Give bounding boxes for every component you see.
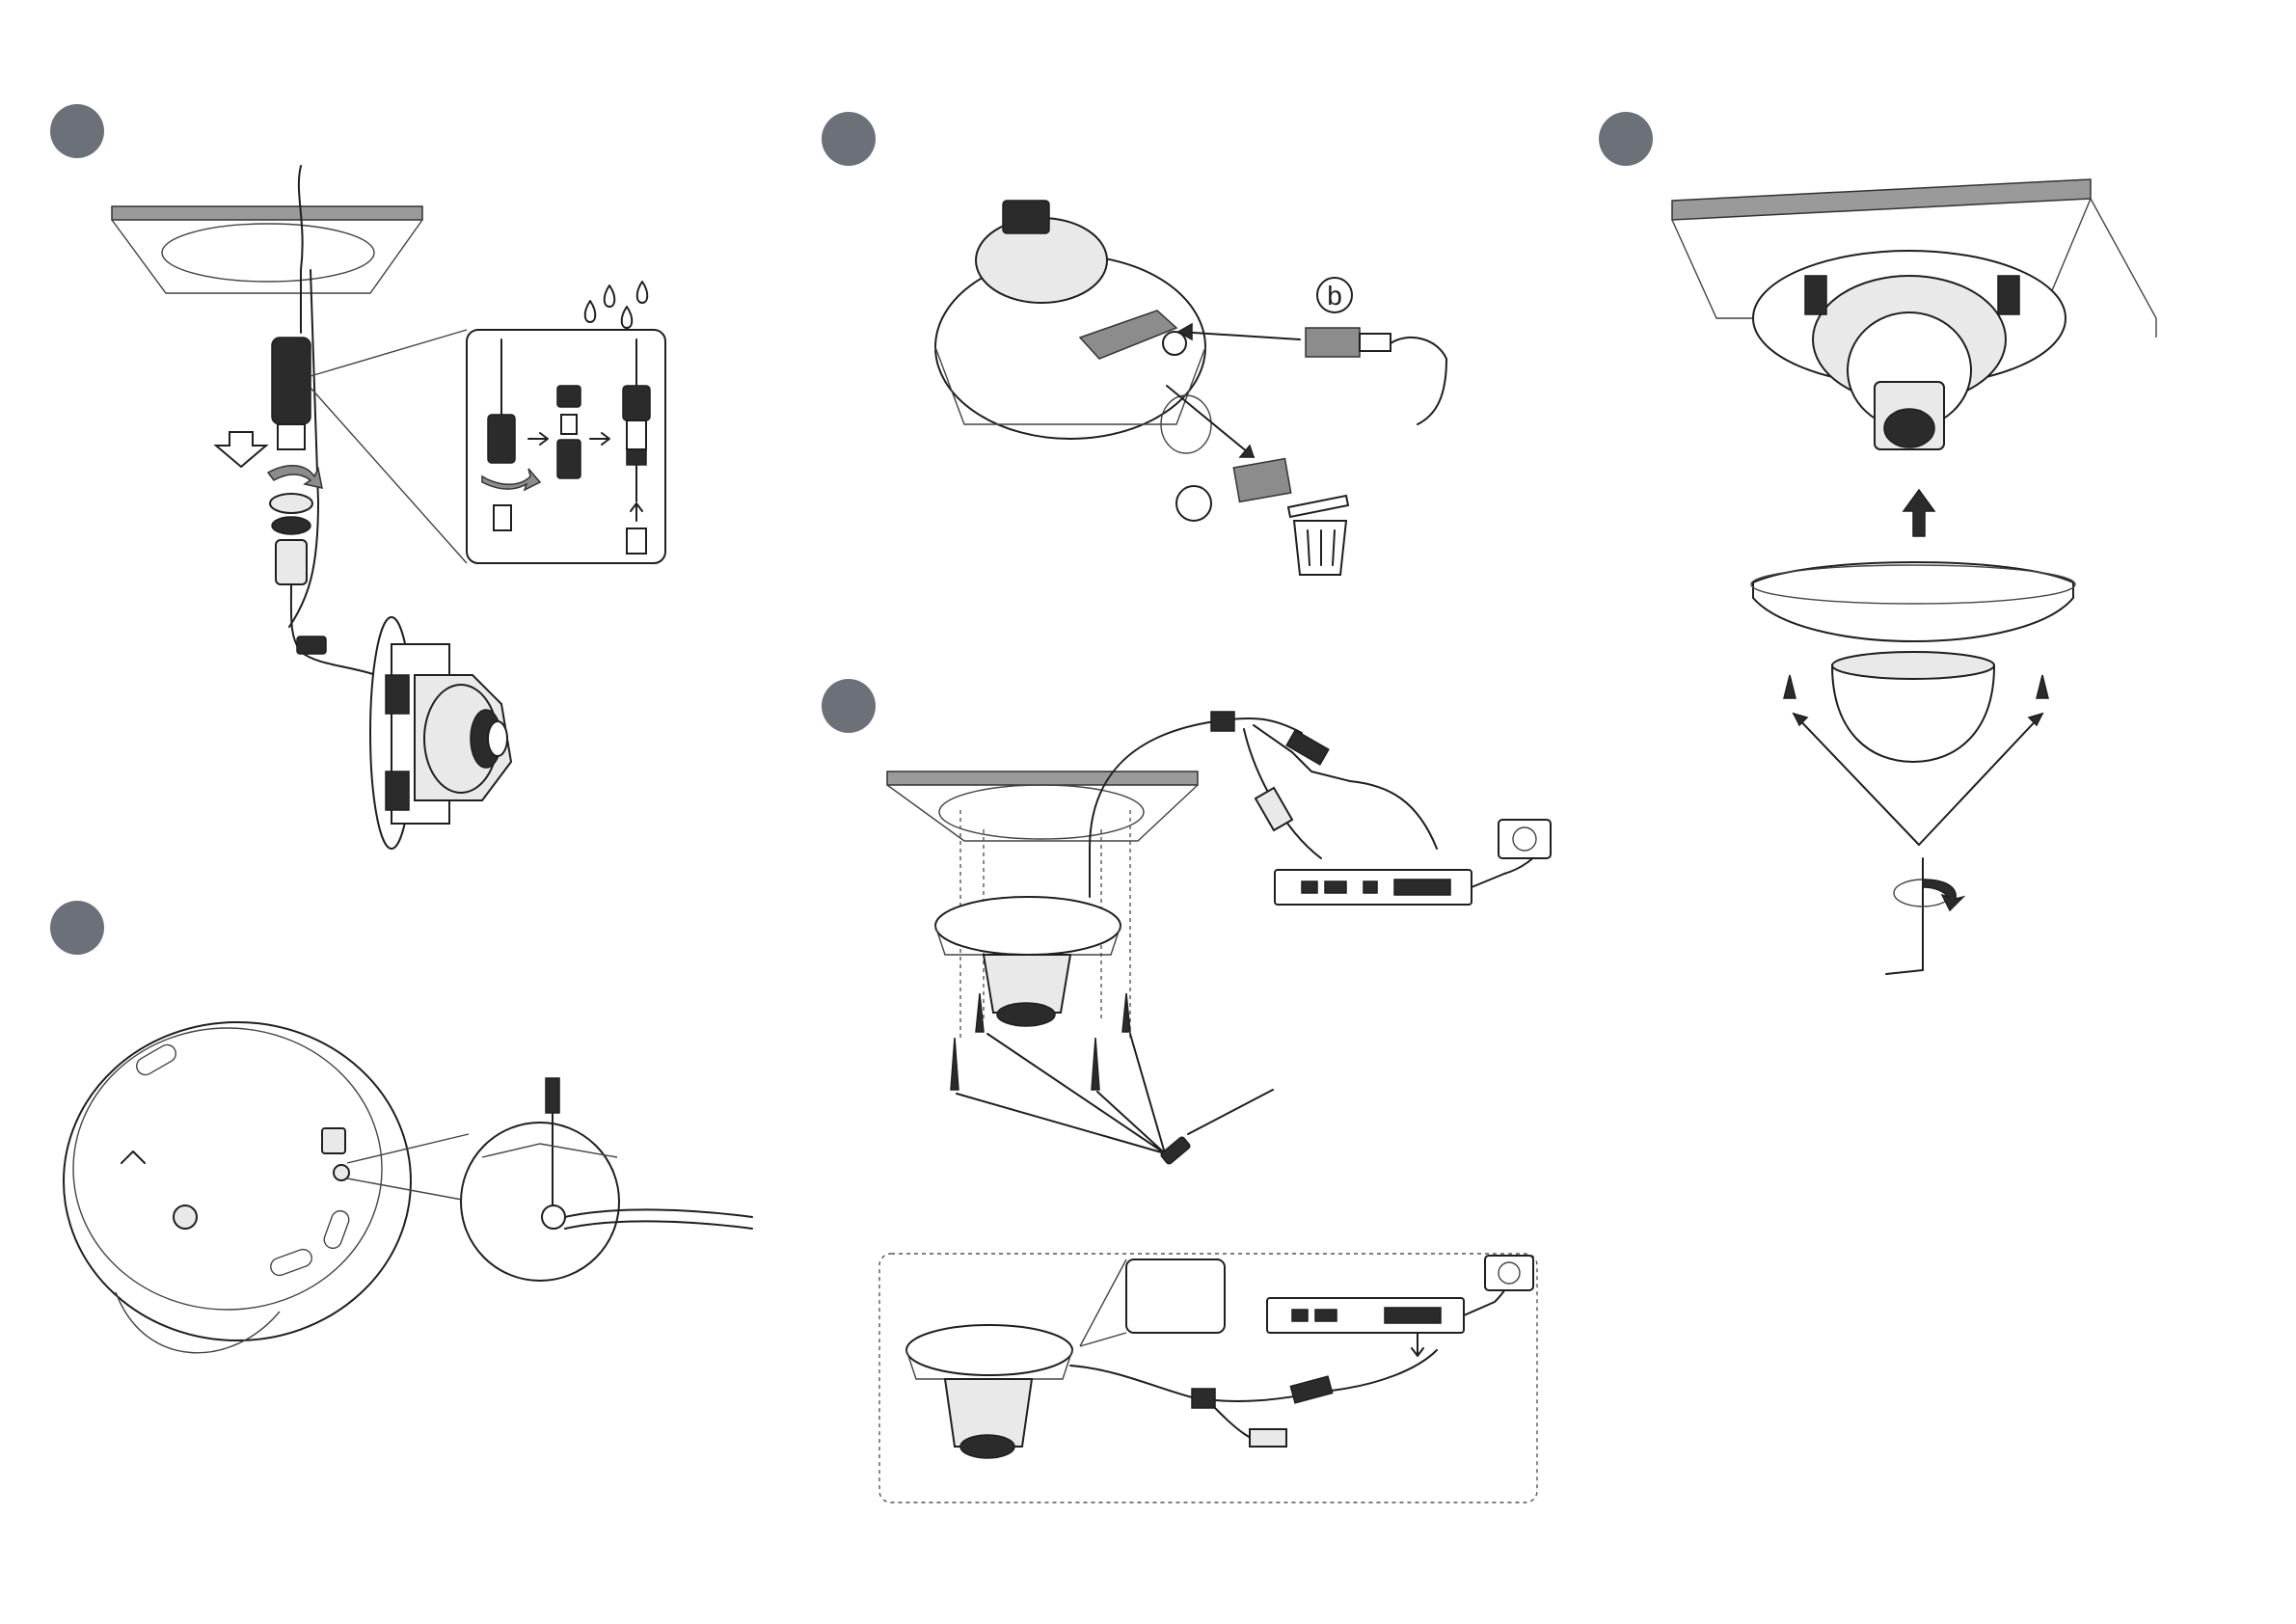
arrowhead-right bbox=[2029, 714, 2042, 725]
dome-seal bbox=[1832, 652, 1994, 679]
screw-1 bbox=[976, 993, 984, 1032]
ceiling-block-top bbox=[1672, 179, 2091, 220]
detail-nut-a bbox=[488, 415, 515, 463]
power-jack bbox=[1256, 788, 1292, 830]
camera-side-view bbox=[370, 617, 511, 849]
lens-bracket bbox=[1003, 201, 1049, 233]
water-drops-icon bbox=[585, 282, 648, 328]
desiccant-tab bbox=[1360, 334, 1391, 351]
power-outlet-icon bbox=[1499, 820, 1551, 858]
rj45-coupler bbox=[1286, 730, 1329, 765]
step-badge-4 bbox=[822, 679, 876, 733]
nvr-port-b bbox=[1325, 881, 1346, 893]
arrowhead-left bbox=[1794, 714, 1807, 725]
detail-screwdriver bbox=[546, 1078, 559, 1113]
step-4-mount-and-connect bbox=[879, 712, 1551, 1502]
ceiling-plate-2 bbox=[887, 771, 1198, 785]
callout-lines bbox=[311, 330, 467, 563]
connector-body bbox=[276, 540, 307, 584]
ground-screw bbox=[334, 1165, 349, 1180]
step-badge-5 bbox=[1599, 112, 1653, 166]
alt-mount-base bbox=[906, 1325, 1072, 1375]
step-1-cable-waterproof bbox=[112, 166, 665, 849]
dome-screw-left bbox=[1784, 675, 1796, 698]
dome-ring bbox=[1753, 562, 2073, 641]
desiccant-marker-label: b bbox=[1327, 281, 1342, 311]
detail-plug-d bbox=[627, 528, 646, 554]
mount-clip-left bbox=[1805, 276, 1826, 314]
mount-clip-right bbox=[1998, 276, 2019, 314]
detail-plug-b bbox=[561, 415, 577, 434]
step-3-remove-desiccant: b bbox=[935, 201, 1446, 575]
screw-4 bbox=[1122, 993, 1130, 1032]
alt-detail-box bbox=[1126, 1259, 1225, 1333]
cable-port bbox=[1163, 332, 1186, 355]
ground-post bbox=[322, 1128, 345, 1153]
screw-3 bbox=[1092, 1038, 1099, 1090]
waterproof-connector bbox=[272, 338, 311, 424]
down-arrow-icon bbox=[216, 432, 266, 467]
nvr-poe-ports bbox=[1394, 880, 1450, 895]
alt-poe-arrow bbox=[1412, 1333, 1423, 1356]
nvr-port-a bbox=[1302, 881, 1317, 893]
old-desiccant-marker bbox=[1176, 486, 1211, 521]
center-screw bbox=[174, 1205, 197, 1229]
screwdriver-icon bbox=[1160, 1090, 1273, 1165]
ground-detail-circle bbox=[461, 1123, 619, 1281]
screw-arrows bbox=[957, 1034, 1165, 1153]
ceiling-block-side bbox=[2091, 199, 2156, 338]
detail-plug-a bbox=[494, 505, 511, 530]
old-desiccant-bag bbox=[1233, 459, 1290, 502]
connector-plug bbox=[278, 424, 305, 449]
ferrite-core bbox=[297, 636, 326, 654]
ground-lug bbox=[542, 1205, 565, 1229]
ceiling-hole bbox=[162, 224, 374, 282]
ceiling-plate bbox=[112, 206, 422, 220]
detail-joint bbox=[627, 449, 646, 465]
detail-nut-b bbox=[623, 386, 650, 420]
alt-ferrite bbox=[1192, 1389, 1215, 1408]
step-badge-2 bbox=[50, 901, 104, 955]
alt-coupler bbox=[1290, 1376, 1332, 1403]
trash-bin-icon bbox=[1288, 496, 1348, 575]
network-lead bbox=[1254, 725, 1437, 849]
alt-cable bbox=[1070, 1350, 1437, 1401]
step-badge-1 bbox=[50, 104, 104, 158]
rotate-arrow-icon bbox=[268, 466, 322, 488]
step-badge-3 bbox=[822, 112, 876, 166]
rotate-arrow-icon-2 bbox=[1894, 880, 1963, 910]
detail-cap bbox=[557, 386, 581, 407]
mount-base bbox=[935, 897, 1121, 955]
screw-2 bbox=[951, 1038, 959, 1090]
dome-screw-right bbox=[2037, 675, 2048, 698]
detail-body bbox=[557, 440, 581, 478]
hex-key-icon bbox=[1886, 858, 1923, 974]
new-desiccant-bag bbox=[1306, 328, 1360, 357]
detail-plug-c bbox=[627, 420, 646, 449]
network-cable bbox=[299, 166, 303, 333]
up-arrow-icon bbox=[1904, 490, 1934, 536]
remove-arrow bbox=[1167, 386, 1254, 457]
alt-power-outlet-icon bbox=[1485, 1256, 1533, 1290]
nvr-port-c bbox=[1364, 881, 1377, 893]
pigtail-ferrite bbox=[1211, 712, 1234, 731]
alt-power-jack bbox=[1250, 1429, 1286, 1447]
seal-ring-inner bbox=[272, 517, 311, 534]
hand bbox=[1391, 338, 1446, 424]
step-2-ground-wire bbox=[64, 1022, 752, 1353]
mounted-lens bbox=[1884, 409, 1934, 447]
step-5-attach-dome bbox=[1672, 179, 2156, 974]
seal-ring bbox=[270, 494, 312, 513]
